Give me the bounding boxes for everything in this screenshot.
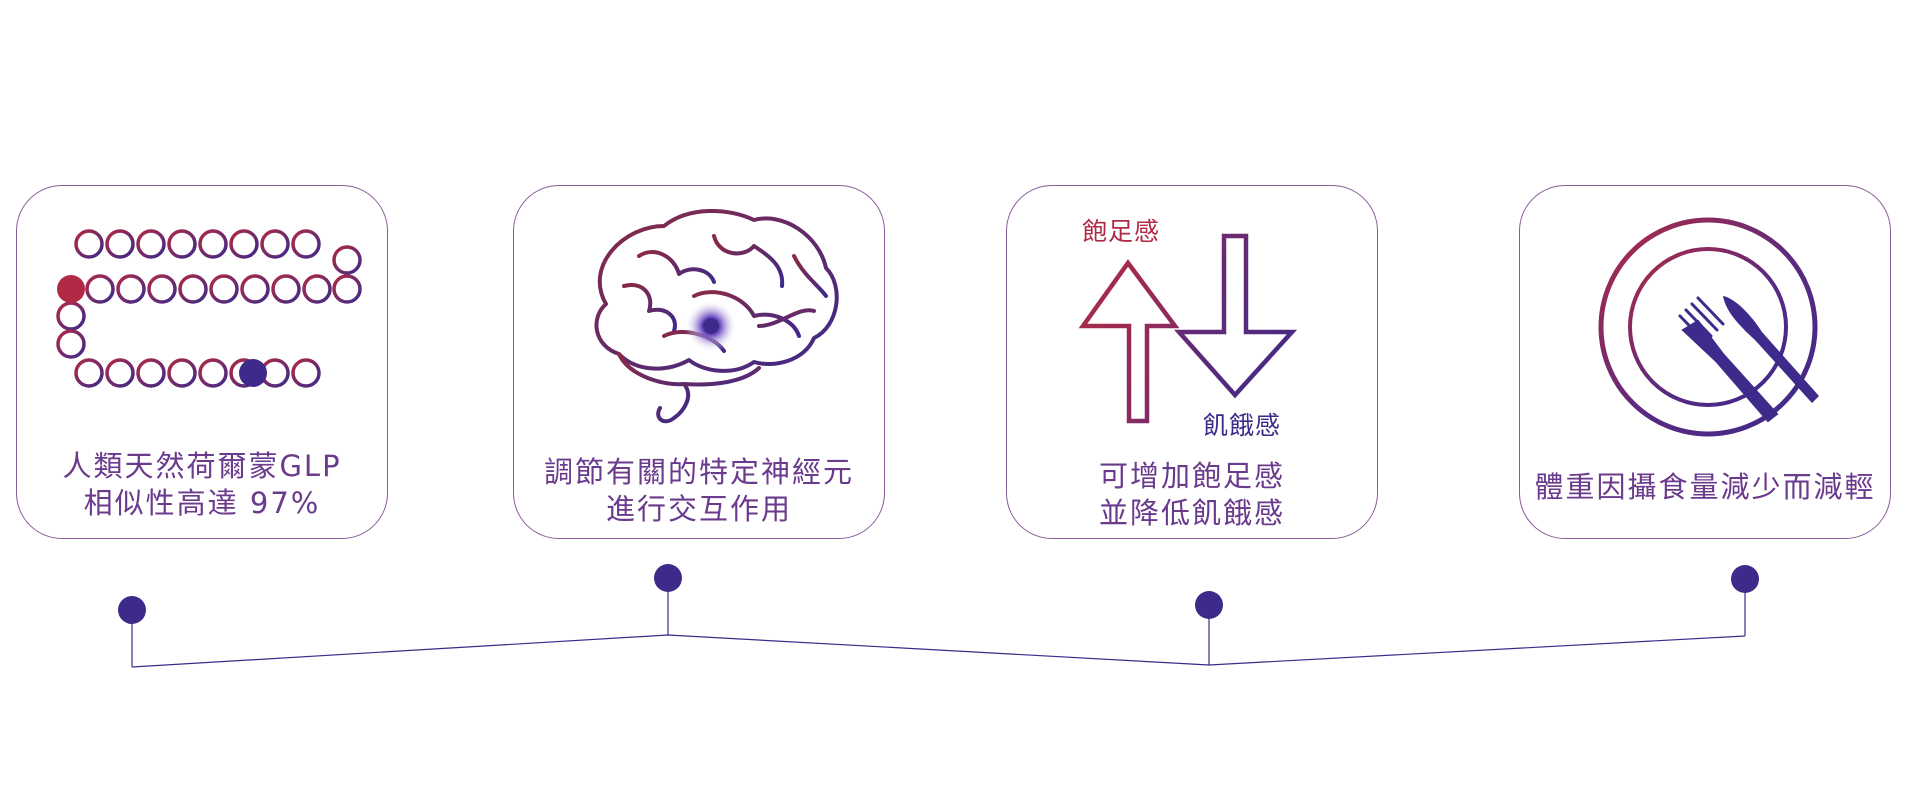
satiety-label: 飽足感 <box>1082 217 1161 246</box>
up-down-arrows-icon <box>1078 233 1298 424</box>
chain-bead <box>56 329 86 359</box>
plate-inner-rim <box>1628 247 1788 407</box>
caption-line: 可增加飽足感 <box>1098 459 1285 493</box>
chain-highlight-red <box>57 275 85 303</box>
chain-bead <box>229 229 259 259</box>
arrow-up-icon <box>1078 259 1180 424</box>
timeline-dot-4 <box>1731 565 1759 593</box>
caption-card-2: 調節有關的特定神經元 進行交互作用 <box>514 454 884 528</box>
plate-outer-rim <box>1598 217 1818 437</box>
chain-bead <box>178 274 208 304</box>
chain-bead <box>240 274 270 304</box>
caption-card-1: 人類天然荷爾蒙GLP 相似性高達 97% <box>17 448 387 522</box>
caption-card-3: 可增加飽足感 並降低飢餓感 <box>1007 458 1377 532</box>
chain-bead <box>332 274 362 304</box>
chain-bead <box>56 301 86 331</box>
plate-fork-knife-icon <box>1598 217 1819 437</box>
neuron-center <box>703 318 719 334</box>
chain-bead <box>85 274 115 304</box>
chain-bead <box>198 229 228 259</box>
timeline-dot-1 <box>118 596 146 624</box>
chain-bead <box>302 274 332 304</box>
fork-icon <box>1678 296 1779 423</box>
chain-bead <box>271 274 301 304</box>
chain-bead <box>209 274 239 304</box>
chain-highlight-purple <box>239 359 267 387</box>
chain-bead <box>147 274 177 304</box>
timeline-baseline <box>131 634 1746 668</box>
chain-bead <box>105 358 135 388</box>
caption-line: 體重因攝食量減少而減輕 <box>1534 470 1876 504</box>
chain-bead <box>167 229 197 259</box>
caption-line: 調節有關的特定神經元 <box>543 455 854 489</box>
chain-bead <box>116 274 146 304</box>
caption-line: 並降低飢餓感 <box>1098 496 1285 530</box>
chain-bead <box>260 229 290 259</box>
arrow-down-icon <box>1173 233 1298 399</box>
card-glp-similarity: 人類天然荷爾蒙GLP 相似性高達 97% <box>16 185 388 539</box>
chain-bead <box>291 229 321 259</box>
chain-bead <box>136 229 166 259</box>
chain-bead <box>198 358 228 388</box>
card-weight-loss: 體重因攝食量減少而減輕 <box>1519 185 1891 539</box>
caption-line: 人類天然荷爾蒙GLP <box>62 449 342 483</box>
chain-bead <box>136 358 166 388</box>
chain-bead <box>74 229 104 259</box>
card-neuron-interaction: 調節有關的特定神經元 進行交互作用 <box>513 185 885 539</box>
brain-icon <box>594 209 839 424</box>
chain-bead <box>74 358 104 388</box>
timeline-dot-3 <box>1195 591 1223 619</box>
caption-line: 相似性高達 97% <box>83 486 321 520</box>
caption-line: 進行交互作用 <box>605 492 792 526</box>
timeline-dot-2 <box>654 564 682 592</box>
chain-bead <box>105 229 135 259</box>
chain-bead <box>291 358 321 388</box>
chain-bead <box>167 358 197 388</box>
caption-card-4: 體重因攝食量減少而減輕 <box>1520 469 1890 506</box>
knife-icon <box>1723 296 1819 403</box>
hunger-label: 飢餓感 <box>1203 411 1282 440</box>
card-satiety-hunger: 飽足感 飢餓感 可增加飽足感 並降低飢餓感 <box>1006 185 1378 539</box>
glp-peptide-chain-icon <box>56 229 362 388</box>
chain-bead <box>332 245 362 275</box>
